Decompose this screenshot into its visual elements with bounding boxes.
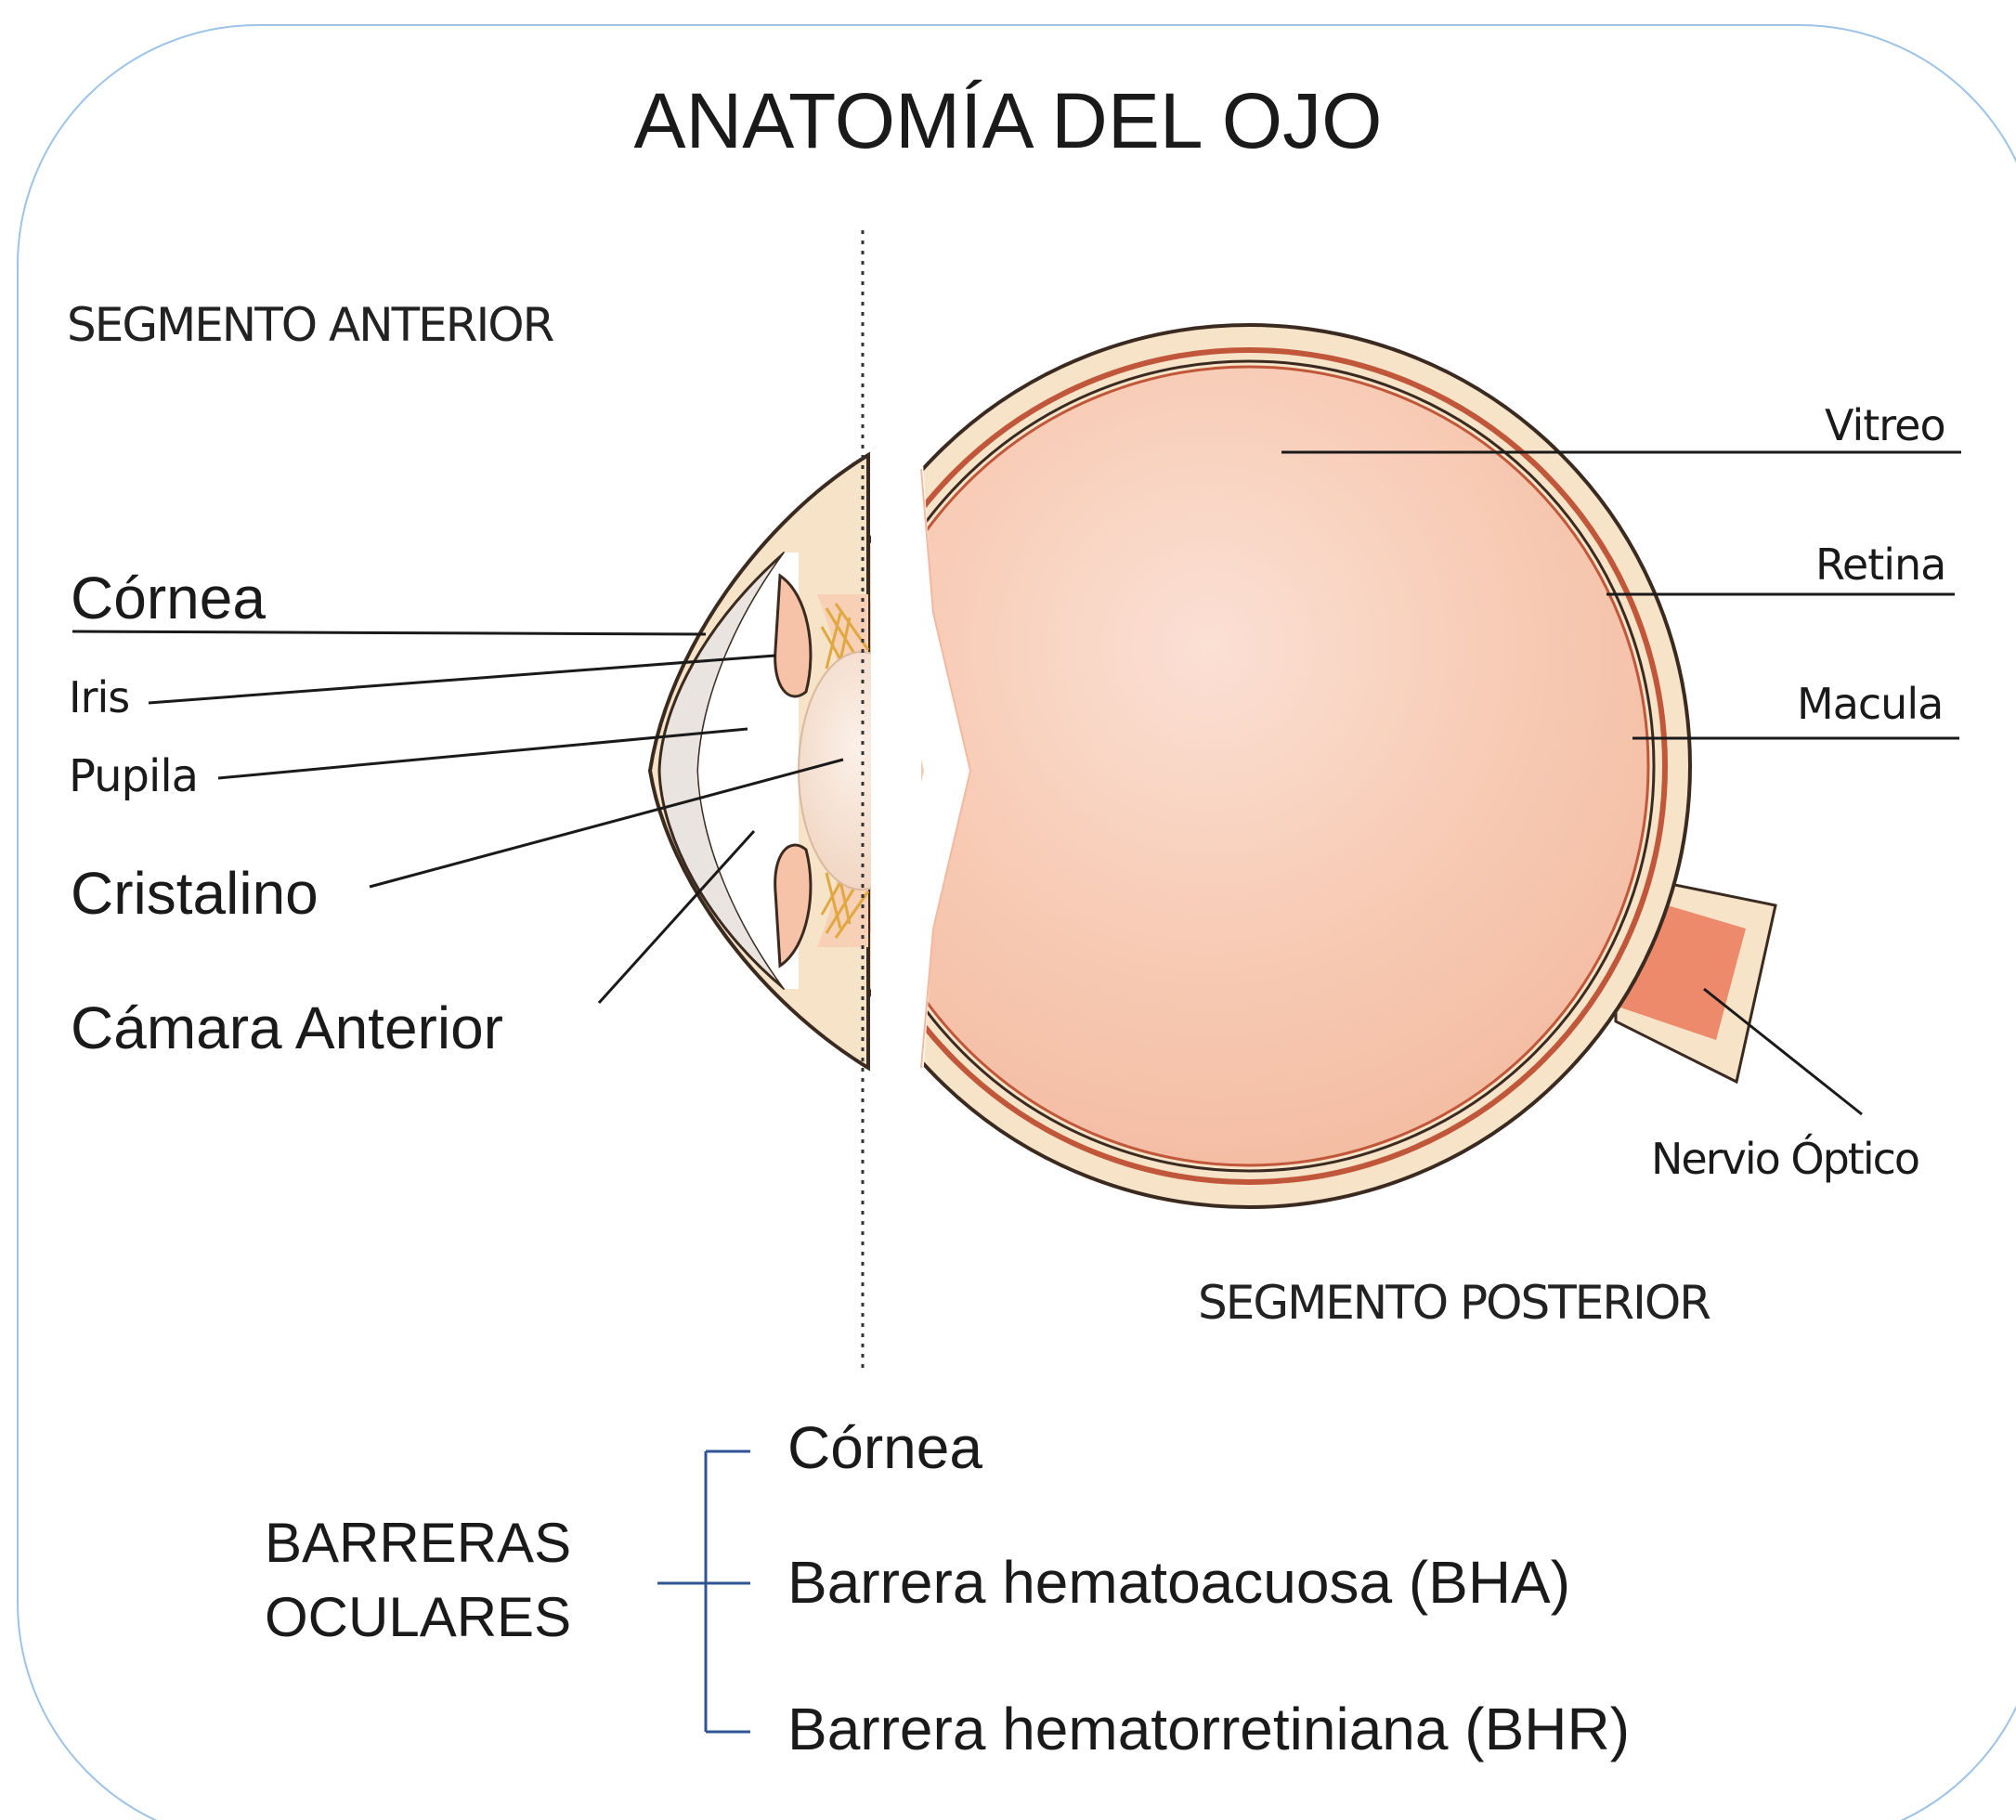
label-iris: Iris [69,676,129,719]
segment-anterior-label: SEGMENTO ANTERIOR [67,302,553,348]
label-camara-anterior: Cámara Anterior [71,998,503,1058]
barrier-item-bhr: Barrera hematorretiniana (BHR) [787,1699,1630,1759]
label-retina: Retina [1815,543,1945,586]
label-cornea: Córnea [71,568,266,628]
barrier-bracket [657,1451,750,1732]
page-title: ANATOMÍA DEL OJO [0,82,2016,160]
barriers-heading-line2: OCULARES [265,1590,571,1645]
segment-posterior-label: SEGMENTO POSTERIOR [1198,1280,1710,1326]
label-cristalino: Cristalino [71,864,319,923]
label-pupila: Pupila [69,754,198,799]
barrier-item-cornea: Córnea [787,1418,982,1477]
label-nervio-optico: Nervio Óptico [1651,1138,1918,1180]
barriers-heading-line1: BARRERAS [265,1515,571,1571]
label-macula: Macula [1797,682,1943,725]
label-vitreo: Vitreo [1825,404,1945,447]
barrier-item-bha: Barrera hematoacuosa (BHA) [787,1553,1570,1612]
